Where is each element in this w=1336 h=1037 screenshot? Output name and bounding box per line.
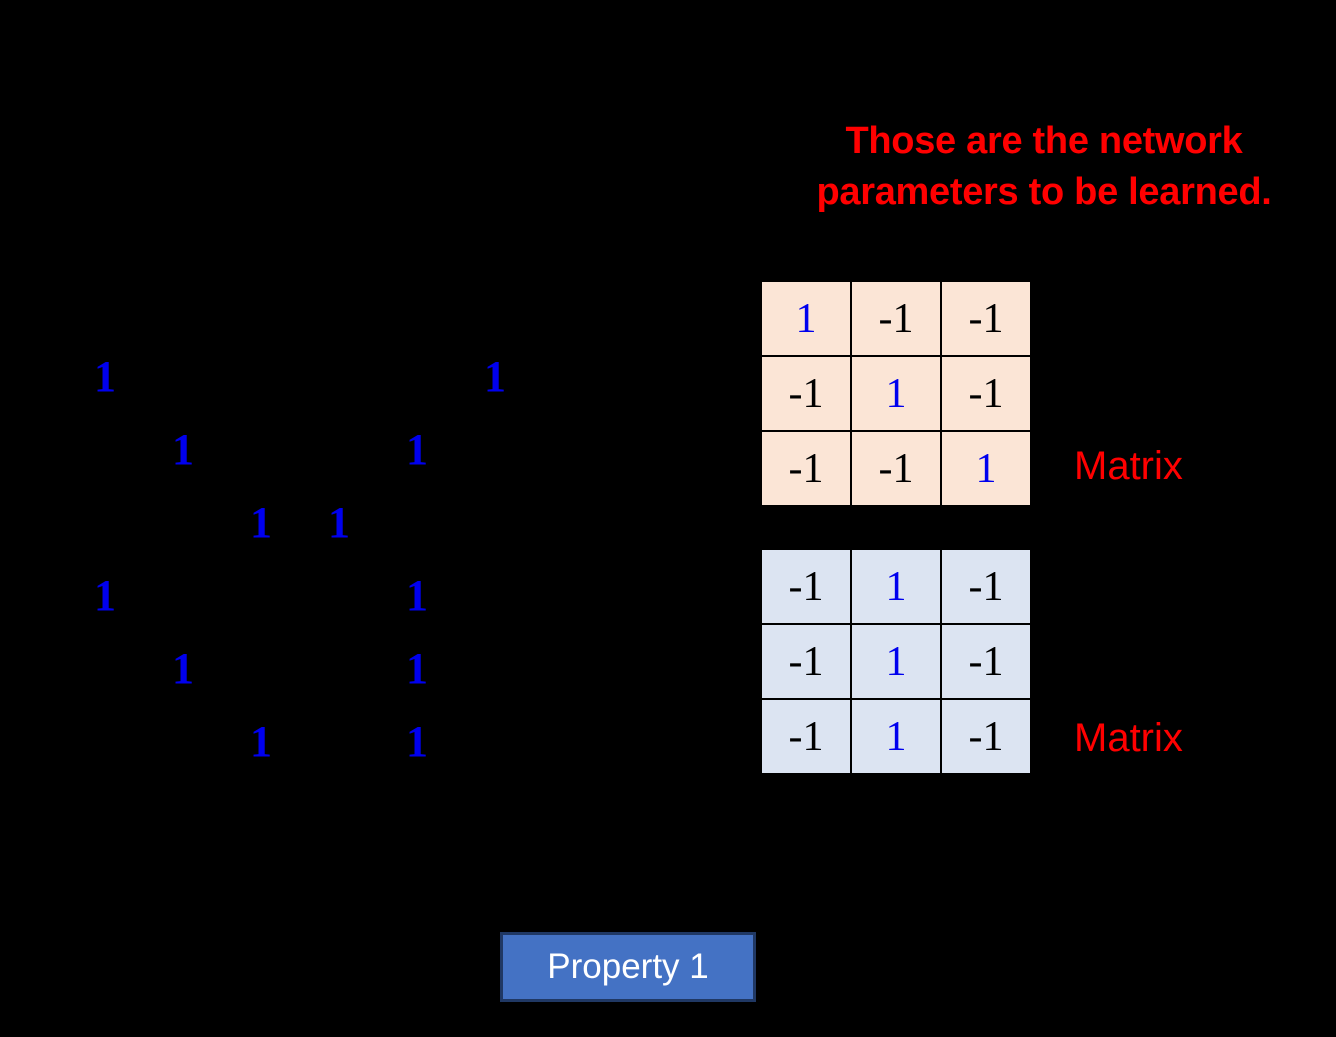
matrix-1-cell-r1-c0: -1	[760, 355, 852, 432]
matrix-2-cell-r1-c1: 1	[850, 623, 942, 700]
matrix-1-cell-r0-c1: -1	[850, 280, 942, 357]
matrix-2-cell-r1-c2: -1	[940, 623, 1032, 700]
image-grid-cell-r1-c3	[300, 413, 378, 486]
image-grid-cell-r1-c5	[456, 413, 534, 486]
matrix-1-cell-r2-c1: -1	[850, 430, 942, 507]
matrix-1-cell-r2-c0: -1	[760, 430, 852, 507]
image-grid-cell-r3-c3	[300, 559, 378, 632]
image-grid-cell-r3-c1	[144, 559, 222, 632]
matrix-2-cell-r0-c0: -1	[760, 548, 852, 625]
image-grid-cell-r1-c2	[222, 413, 300, 486]
matrix-2-cell-r2-c2: -1	[940, 698, 1032, 775]
matrix-2-cell-r0-c1: 1	[850, 548, 942, 625]
image-grid-cell-r2-c2: 1	[250, 497, 272, 547]
property-1-button-label: Property 1	[547, 947, 709, 986]
image-grid-cell-r4-c4: 1	[406, 643, 428, 693]
image-grid-cell-r5-c3	[300, 705, 378, 778]
image-grid-cell-r4-c0	[66, 632, 144, 705]
image-grid-cell-r2-c5	[456, 486, 534, 559]
image-grid-cell-r4-c3	[300, 632, 378, 705]
matrix-2-label: Matrix	[1074, 716, 1183, 760]
property-1-button[interactable]: Property 1	[500, 932, 756, 1002]
image-grid-cell-r0-c4	[378, 340, 456, 413]
image-grid-cell-r2-c4	[378, 486, 456, 559]
image-grid-cell-r5-c1	[144, 705, 222, 778]
binary-image-grid: 1 1 1 1 1 1 1 1 1 1 1 1	[66, 340, 546, 780]
image-grid-cell-r5-c5	[456, 705, 534, 778]
matrix-1-cell-r0-c2: -1	[940, 280, 1032, 357]
matrix-1-cell-r1-c2: -1	[940, 355, 1032, 432]
image-grid-cell-r2-c3: 1	[328, 497, 350, 547]
image-grid-cell-r4-c1: 1	[172, 643, 194, 693]
image-grid-cell-r5-c4: 1	[406, 716, 428, 766]
annotation-caption-line-2: parameters to be learned.	[816, 171, 1272, 214]
matrix-2-cell-r0-c2: -1	[940, 548, 1032, 625]
matrix-1-cell-r0-c0: 1	[760, 280, 852, 357]
image-grid-cell-r0-c1	[144, 340, 222, 413]
matrix-1-row: 1-1-1	[760, 280, 1032, 357]
image-grid-cell-r2-c1	[144, 486, 222, 559]
matrix-1-cell-r2-c2: 1	[940, 430, 1032, 507]
image-grid-cell-r3-c0: 1	[94, 570, 116, 620]
image-grid-cell-r4-c2	[222, 632, 300, 705]
image-grid-cell-r0-c2	[222, 340, 300, 413]
matrix-1-label: Matrix	[1074, 444, 1183, 488]
matrix-2-cell-r2-c0: -1	[760, 698, 852, 775]
image-grid-cell-r1-c4: 1	[406, 424, 428, 474]
annotation-caption: Those are the network parameters to be l…	[764, 116, 1324, 219]
image-grid-cell-r1-c0	[66, 413, 144, 486]
image-grid-cell-r0-c5: 1	[484, 351, 506, 401]
matrix-2-cell-r2-c1: 1	[850, 698, 942, 775]
image-grid-cell-r3-c4: 1	[406, 570, 428, 620]
image-grid-cell-r0-c0: 1	[94, 351, 116, 401]
matrix-2-cell-r1-c0: -1	[760, 623, 852, 700]
image-grid-cell-r5-c2: 1	[250, 716, 272, 766]
image-grid-cell-r3-c2	[222, 559, 300, 632]
annotation-caption-line-1: Those are the network	[845, 120, 1243, 162]
image-grid-cell-r0-c3	[300, 340, 378, 413]
image-grid-cell-r4-c5	[456, 632, 534, 705]
image-grid-cell-r5-c0	[66, 705, 144, 778]
matrix-1-cell-r1-c1: 1	[850, 355, 942, 432]
image-grid-cell-r2-c0	[66, 486, 144, 559]
image-grid-cell-r3-c5	[456, 559, 534, 632]
image-grid-cell-r1-c1: 1	[172, 424, 194, 474]
